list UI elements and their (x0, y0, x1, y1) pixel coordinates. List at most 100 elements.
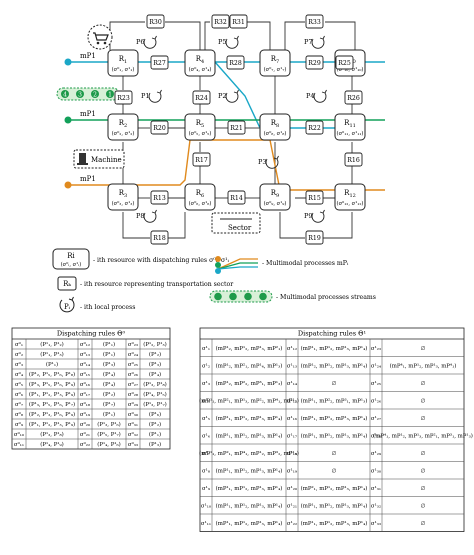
local-process-p7: P7 (304, 35, 325, 49)
local-process-p6: P6 (136, 35, 157, 49)
table-cell: (mP¹₁, mP²₁, mP⁴₁, mP¹₂, mP³₂, mP¹₃) (199, 450, 299, 457)
sector-r26: R26 (344, 90, 363, 105)
table-cell: (P¹₅, P¹₇) (97, 431, 121, 438)
local-process-p4: P4 (306, 89, 327, 103)
sector-text: R29 (308, 60, 321, 67)
resource-rules: (σ⁰₃, σ¹₃) (112, 200, 135, 207)
table-cell: σ⁰₁₄ (80, 361, 90, 368)
sector-text: R21 (230, 125, 243, 132)
mp-label-1: mP1 (80, 52, 96, 60)
resource-node-r4: R4(σ⁰₄, σ¹₄) (184, 49, 216, 77)
sector-icon: Sector (211, 212, 261, 234)
table-cell: (mP¹₁, mP¹₂, mP¹₃, mP¹₄) (216, 467, 283, 474)
table-cell: σ⁰₂₈ (128, 391, 139, 398)
table-cell: (P¹₄, P¹₅) (143, 391, 167, 398)
table-cell: σ⁰₈ (15, 411, 24, 418)
resource-label: R11 (344, 119, 356, 129)
table-cell: (P¹₄, P¹₆) (97, 441, 121, 448)
sector-text: R19 (308, 235, 321, 242)
sector-text: R31 (232, 19, 245, 26)
sector-r27: R27 (150, 55, 169, 70)
resource-label: R1 (119, 55, 127, 65)
resource-node-r2: R2(σ⁰₂, σ¹₂) (107, 113, 139, 141)
resource-label: R4 (196, 55, 204, 65)
table-cell: σ¹₈ (202, 467, 211, 474)
table-cell: σ¹₁₆ (287, 415, 297, 422)
sector-r29: R29 (305, 55, 324, 70)
sector-r18: R18 (150, 230, 169, 245)
table-cell: (mP¹₂, mP¹₂, mP¹₃, mP²₁) (216, 345, 283, 352)
table-cell: (mP¹₂, mP¹₂, mP¹₃, mP¹₄) (301, 362, 368, 369)
table-cell: ∅ (421, 381, 426, 387)
table-cell: (mP²₁, mP¹₂, mP¹₃, mP¹₄) (301, 485, 368, 492)
table-cell: σ⁰₃₂ (128, 431, 138, 438)
table-cell: ∅ (421, 503, 426, 509)
table-cell: (P¹₄) (103, 371, 115, 378)
table-cell: σ⁰₁₃ (80, 351, 90, 358)
sector-r25: R25 (335, 55, 354, 70)
table-cell: (mP¹₁, mP¹₂, mP¹₃, mP¹₄) (216, 415, 283, 422)
table-cell: σ⁰₁₇ (80, 391, 90, 398)
sector-text: R22 (308, 125, 321, 132)
mp-label-3: mP1 (80, 175, 96, 183)
sector-r31: R31 (229, 14, 248, 29)
table-cell: σ¹₃₀ (371, 467, 382, 474)
table-cell: (P¹₁, P¹₂) (40, 341, 64, 348)
legend-local-desc: - ith local process (80, 304, 135, 311)
table-cell: σ¹₁₀ (201, 502, 212, 509)
resource-label: R12 (344, 189, 356, 199)
table-cell: σ¹₂₆ (371, 397, 381, 404)
table-cell: ∅ (332, 451, 337, 457)
local-label: P9 (304, 212, 313, 220)
table-cell: σ¹₁ (202, 345, 210, 352)
table-cell: (P¹₂) (149, 421, 161, 428)
table-cell: (mP¹₁, mP¹₂, mP¹₃, mP¹₄) (301, 502, 368, 509)
local-label: P6 (136, 38, 145, 46)
table-cell: σ¹₃₁ (371, 485, 381, 492)
sector-label: Sector (228, 224, 252, 232)
table-cell: σ⁰₁₈ (80, 401, 91, 408)
machine-label: Machine (91, 156, 122, 164)
resource-node-r3: R3(σ⁰₃, σ¹₃) (107, 183, 139, 211)
cart-icon (87, 24, 113, 50)
resource-node-r5: R5(σ⁰₅, σ¹₅) (184, 113, 216, 141)
mp-orange-dot (64, 181, 72, 189)
stream-pill: 4 3 2 1 (56, 87, 120, 101)
table-cell: σ¹₂₃ (371, 345, 381, 352)
local-label: P5 (218, 38, 227, 46)
legend-mp: - Multimodal processes mPᵢ (215, 256, 349, 274)
sector-r14: R14 (227, 190, 246, 205)
table-cell: (P¹₃, P¹₈) (40, 431, 64, 438)
legend-resource: Ri (σ⁰ᵢ, σ¹ᵢ) - ith resource with dispat… (52, 248, 230, 270)
resource-node-r7: R7(σ⁰₇, σ¹₇) (259, 49, 291, 77)
table-cell: σ⁰₂₀ (80, 421, 91, 428)
table-cell: (mP¹₁, mP¹₂, mP¹₃, mP¹₄) (216, 432, 283, 439)
table-cell: σ¹₃₃ (371, 520, 381, 527)
legend-sector-desc: - ith resource representing transportati… (80, 281, 233, 288)
table-cell: σ⁰₂₅ (128, 361, 138, 368)
table-cell: σ¹₁₄ (287, 380, 297, 387)
sector-r22: R22 (305, 120, 324, 135)
table-cell: σ¹₁₃ (287, 362, 297, 369)
local-process-p5: P5 (218, 35, 239, 49)
table-cell: σ⁰₅ (15, 381, 23, 388)
table-title: Dispatching rules Θ¹ (298, 330, 367, 338)
table-cell: σ⁰₇ (15, 401, 23, 408)
resource-node-r12: R12(σ⁰₁₂, σ¹₁₂) (334, 183, 366, 211)
resource-rules: (σ⁰₉, σ¹₉) (264, 200, 287, 207)
sector-text: R23 (117, 95, 130, 102)
table-cell: (mP¹₂, mP²₂, mP³₁, mP¹₃) (216, 380, 283, 387)
table-title: Dispatching rules Θ⁰ (57, 330, 126, 338)
local-process-p1: P1 (141, 89, 162, 103)
table-cell: σ⁰₂₄ (128, 351, 138, 358)
table-cell: σ¹₃ (202, 380, 210, 387)
sector-r15: R15 (305, 190, 324, 205)
resource-label: R6 (196, 189, 204, 199)
table-cell: σ¹₂₇ (371, 415, 381, 422)
table-cell: (P¹₂) (149, 351, 161, 358)
table-cell: σ¹₂₅ (371, 380, 381, 387)
table-cell: (P¹₂, P¹₃, P¹₆, P¹₉) (29, 411, 75, 418)
legend-sector-symbol: Rₖ (63, 280, 71, 288)
resource-label: R8 (271, 119, 279, 129)
